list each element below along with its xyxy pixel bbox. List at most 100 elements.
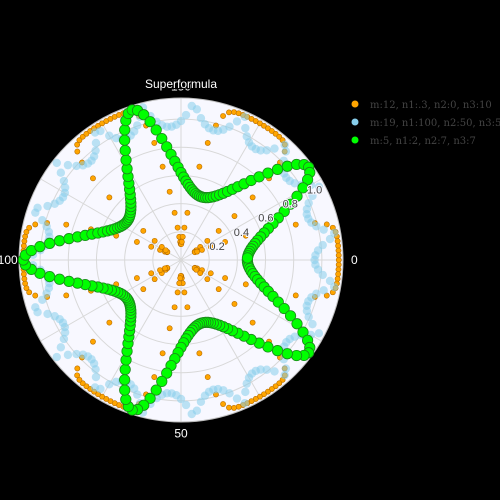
data-point	[176, 280, 183, 287]
data-point	[226, 404, 232, 411]
legend-label: m:19, n1:100, n2:50, n3:50	[370, 118, 500, 129]
data-point	[284, 310, 297, 322]
data-point	[162, 247, 169, 254]
data-point	[26, 289, 33, 296]
data-point	[278, 302, 290, 315]
data-point	[138, 109, 150, 121]
data-point	[166, 325, 173, 332]
legend[interactable]: m:12, n1:.3, n2:0, n3:10 m:19, n1:100, n2…	[351, 100, 500, 147]
legend-item[interactable]: m:12, n1:.3, n2:0, n3:10	[351, 100, 492, 111]
data-point	[241, 387, 250, 397]
data-point	[271, 163, 284, 175]
data-point	[292, 292, 299, 299]
data-point	[231, 404, 237, 411]
data-point	[76, 137, 83, 144]
data-point	[308, 319, 317, 329]
data-point	[334, 238, 341, 245]
data-point	[240, 112, 249, 122]
data-point	[270, 367, 279, 376]
legend-marker	[351, 136, 359, 144]
data-point	[157, 267, 163, 273]
data-point	[31, 303, 40, 312]
data-point	[53, 273, 66, 285]
data-point	[335, 252, 342, 259]
data-point	[56, 343, 66, 352]
data-point	[304, 312, 313, 322]
data-point	[43, 201, 52, 211]
radial-tick-label: 0.8	[283, 199, 298, 211]
data-point	[171, 304, 178, 311]
data-point	[280, 140, 289, 150]
data-point	[335, 257, 342, 263]
data-point	[178, 238, 185, 245]
data-point	[241, 123, 250, 133]
data-point	[56, 168, 66, 177]
data-point	[280, 370, 289, 380]
data-point	[119, 374, 131, 386]
data-point	[181, 289, 188, 296]
data-point	[291, 318, 303, 330]
angular-gridline	[99, 259, 182, 401]
data-point	[171, 209, 178, 216]
data-point	[60, 183, 70, 192]
data-point	[90, 338, 96, 345]
data-point	[91, 372, 101, 382]
data-point	[196, 350, 203, 357]
data-point	[177, 275, 184, 282]
data-point	[33, 203, 42, 212]
data-point	[161, 367, 173, 379]
data-point	[44, 270, 56, 283]
data-point	[161, 265, 168, 272]
data-point	[192, 105, 202, 114]
data-point	[140, 227, 147, 234]
data-point	[276, 133, 283, 140]
data-point	[204, 374, 211, 380]
data-point	[314, 329, 324, 338]
data-point	[151, 140, 158, 146]
data-point	[181, 110, 191, 120]
data-point	[151, 374, 158, 380]
legend-item[interactable]: m:19, n1:100, n2:50, n3:50	[351, 118, 500, 129]
legend-item[interactable]: m:5, n1:2, n2:7, n3:7	[351, 136, 476, 147]
data-point	[90, 383, 100, 392]
data-point	[43, 309, 52, 319]
data-point	[281, 147, 291, 156]
data-point	[297, 182, 309, 194]
data-point	[271, 345, 284, 357]
data-point	[179, 233, 186, 240]
data-point	[231, 213, 238, 219]
data-point	[241, 252, 254, 264]
data-point	[292, 221, 299, 228]
data-point	[156, 132, 168, 145]
data-point	[265, 125, 271, 132]
legend-marker	[351, 118, 359, 126]
data-point	[32, 221, 39, 228]
data-point	[262, 365, 271, 374]
data-point	[105, 380, 114, 389]
data-point	[262, 167, 274, 179]
data-point	[330, 228, 339, 238]
angular-tick-label: 50	[174, 426, 188, 440]
data-point	[159, 163, 166, 170]
data-point	[325, 234, 335, 244]
data-point	[334, 275, 341, 282]
data-point	[20, 242, 27, 249]
angular-tick-label: 150	[171, 80, 191, 94]
data-point	[21, 275, 28, 282]
data-point	[187, 409, 196, 419]
data-point	[319, 286, 328, 295]
data-point	[268, 386, 275, 392]
data-point	[140, 286, 147, 293]
data-point	[222, 239, 228, 245]
data-point	[119, 134, 131, 146]
radial-tick-label: 1.0	[307, 185, 322, 197]
data-point	[311, 251, 320, 260]
data-point	[196, 113, 206, 123]
data-point	[174, 289, 181, 296]
data-point	[150, 384, 162, 396]
data-point	[59, 176, 69, 186]
angular-gridline	[99, 119, 182, 261]
data-point	[193, 266, 200, 273]
data-point	[53, 235, 66, 247]
